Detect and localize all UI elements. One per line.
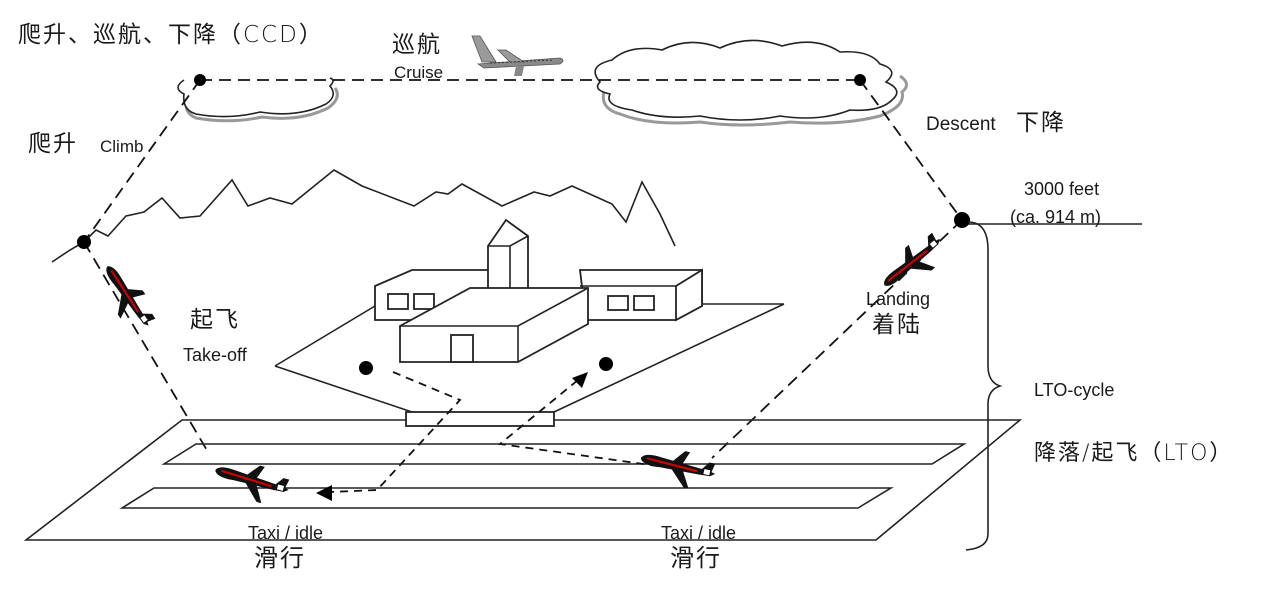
taxi-right-label-en: Taxi / idle: [661, 523, 737, 543]
descent-label-cn: 下降: [1016, 110, 1066, 136]
descent-label-en: Descent: [926, 114, 996, 135]
taxi-out-arrowhead: [316, 485, 332, 501]
stand-dot-right: [599, 357, 613, 371]
altitude-meters-label: (ca. 914 m): [1010, 207, 1102, 227]
mountain-ridge: [51, 169, 676, 263]
waypoint-top-of-climb: [194, 74, 206, 86]
taxi-left-label-en: Taxi / idle: [248, 523, 324, 543]
diagram-title: 爬升、巡航、下降（CCD）: [18, 22, 324, 48]
runway-upper: [161, 443, 967, 465]
taxi-right-label-cn: 滑行: [670, 544, 722, 572]
descent-path: [859, 79, 963, 221]
cloud-right: [594, 39, 908, 127]
airport-terminal-building: [374, 218, 703, 363]
airplane-taxi-right-icon: [635, 441, 720, 495]
taxi-out-route: [329, 371, 462, 493]
taxi-in-arrowhead: [572, 372, 588, 388]
takeoff-label-en: Take-off: [183, 345, 247, 365]
taxi-in-route: [497, 379, 673, 469]
apron: [274, 303, 785, 413]
airplane-takeoff-icon: [90, 256, 163, 338]
runway-lower: [119, 487, 894, 509]
lto-label-cn: 降落/起飞（LTO）: [1034, 441, 1234, 466]
cruise-label-cn: 巡航: [392, 32, 442, 58]
waypoint-descent-3000ft: [954, 212, 970, 228]
waypoint-climb-3000ft: [77, 235, 91, 249]
airport-ground-outline: [23, 419, 1023, 541]
climb-path: [83, 79, 201, 243]
taxi-left-label-cn: 滑行: [254, 544, 306, 572]
airplane-grey-cruise-icon: [471, 35, 564, 76]
climb-label-en: Climb: [100, 137, 144, 156]
climb-label-cn: 爬升: [28, 131, 78, 157]
takeoff-label-cn: 起飞: [190, 307, 240, 333]
airplane-taxi-left-icon: [209, 453, 294, 511]
lto-brace: [965, 221, 1003, 551]
stand-dot-left: [359, 361, 373, 375]
gate-bar: [405, 411, 555, 427]
lto-cycle-label: LTO-cycle: [1034, 380, 1115, 400]
cruise-label-en: Cruise: [394, 63, 444, 82]
altitude-feet-label: 3000 feet: [1024, 179, 1100, 199]
cloud-left: [177, 77, 339, 123]
landing-label-en: Landing: [866, 289, 931, 309]
takeoff-path: [83, 241, 209, 453]
landing-label-cn: 着陆: [872, 312, 922, 338]
waypoint-top-of-descent: [854, 74, 866, 86]
